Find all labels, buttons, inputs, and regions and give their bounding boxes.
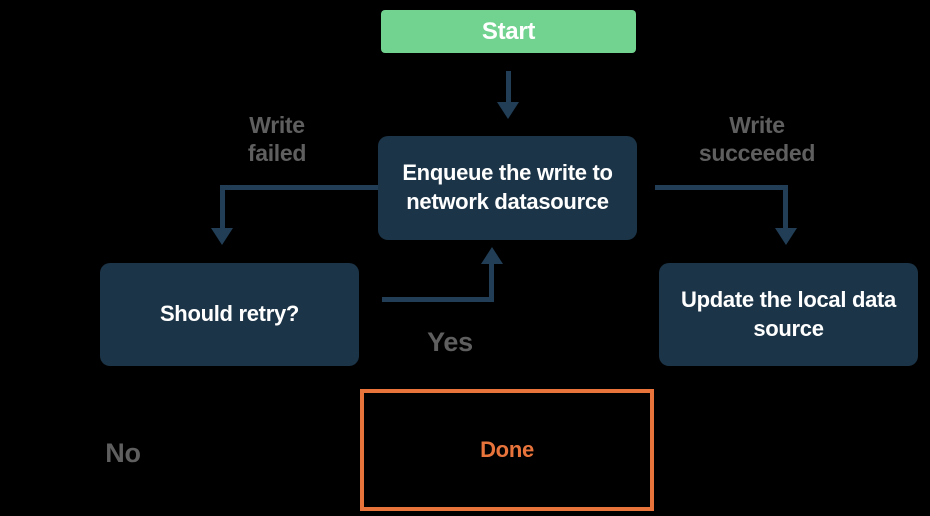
edge-start-to-enqueue-line [506, 71, 511, 104]
arrowhead-down-icon [775, 228, 797, 245]
node-enqueue-write: Enqueue the write to network datasource [378, 136, 637, 240]
node-enqueue-write-label: Enqueue the write to network datasource [402, 160, 613, 214]
node-done-label: Done [480, 437, 534, 462]
edge-label-write-succeeded: Write succeeded [698, 112, 816, 166]
node-start: Start [381, 10, 636, 53]
node-should-retry-label: Should retry? [159, 301, 300, 327]
edge-label-write-failed: Write failed [247, 112, 307, 166]
arrowhead-down-icon [211, 228, 233, 245]
node-done: Done [360, 389, 654, 511]
edge-write-succeeded-line-vertical [783, 185, 788, 229]
edge-write-succeeded-line-horizontal [655, 185, 788, 190]
edge-label-yes: Yes [427, 327, 473, 357]
edge-yes-line-vertical [489, 263, 494, 302]
edge-write-failed-line-vertical [220, 185, 225, 231]
edge-label-no: No [105, 438, 141, 468]
node-start-label: Start [481, 17, 536, 45]
arrowhead-down-icon [497, 102, 519, 119]
node-update-local-source-label: Update the local data source [681, 286, 896, 341]
node-update-local-source: Update the local data source [659, 263, 918, 366]
edge-write-failed-line-horizontal [222, 185, 378, 190]
edge-yes-line-horizontal [382, 297, 494, 302]
arrowhead-up-icon [481, 247, 503, 264]
node-should-retry: Should retry? [100, 263, 359, 366]
